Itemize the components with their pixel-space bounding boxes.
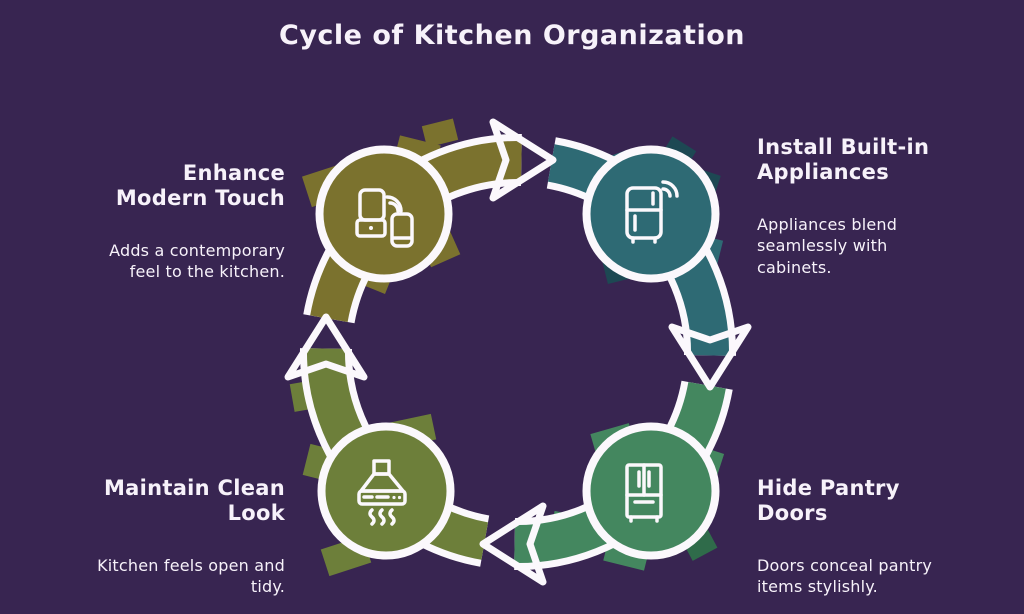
- cycle-arrowheads: [284, 118, 752, 586]
- pantry-handles: [637, 470, 651, 488]
- smart-blender-phone-icon: [355, 188, 414, 248]
- smartphone: [390, 212, 414, 248]
- step-text-hide-pantry-doors: Hide Pantry Doors Doors conceal pantry i…: [757, 457, 987, 614]
- arrowhead-top-icon: [489, 118, 557, 202]
- step-heading: Maintain Clean Look: [103, 476, 285, 526]
- step-description: Doors conceal pantry items stylishly.: [757, 556, 933, 597]
- arrowhead-bottom-icon: [479, 502, 547, 586]
- fridge-body: [625, 186, 663, 240]
- fridge-feet: [631, 236, 657, 244]
- arrowhead-right-icon: [668, 323, 752, 391]
- arrowhead-left-icon: [284, 313, 368, 381]
- pantry-feet: [629, 515, 659, 523]
- step-heading: Install Built-in Appliances: [757, 135, 930, 185]
- hood-knob: [397, 495, 402, 500]
- smart-fridge-icon: [625, 180, 679, 244]
- wifi-wave-large: [385, 195, 403, 213]
- step-text-enhance-modern-touch: Enhance Modern Touch Adds a contemporary…: [55, 142, 285, 302]
- range-hood-icon: [357, 459, 407, 526]
- steam-wave: [388, 508, 396, 526]
- node-circle-hide-pantry-doors: [582, 422, 720, 560]
- steam-wave: [378, 508, 386, 526]
- wifi-wave-small: [388, 201, 400, 213]
- step-description: Appliances blend seamlessly with cabinet…: [757, 215, 898, 277]
- french-door-pantry-icon: [625, 463, 663, 523]
- page-title: Cycle of Kitchen Organization: [279, 20, 745, 51]
- steam-wave: [368, 508, 376, 526]
- hood-body: [357, 489, 407, 506]
- step-description: Kitchen feels open and tidy.: [97, 556, 285, 597]
- wifi-wave-small: [661, 187, 672, 198]
- step-text-install-built-in-appliances: Install Built-in Appliances Appliances b…: [757, 116, 987, 297]
- step-text-maintain-clean-look: Maintain Clean Look Kitchen feels open a…: [55, 457, 285, 614]
- splotch: [421, 118, 459, 148]
- step-description: Adds a contemporary feel to the kitchen.: [109, 241, 285, 282]
- blender-base: [355, 218, 387, 238]
- hood-knob: [392, 495, 396, 500]
- wifi-wave-large: [661, 180, 679, 198]
- node-circle-install-built-in-appliances: [582, 145, 720, 283]
- step-heading: Hide Pantry Doors: [757, 476, 900, 526]
- step-heading: Enhance Modern Touch: [115, 161, 285, 211]
- blender-button: [369, 226, 373, 230]
